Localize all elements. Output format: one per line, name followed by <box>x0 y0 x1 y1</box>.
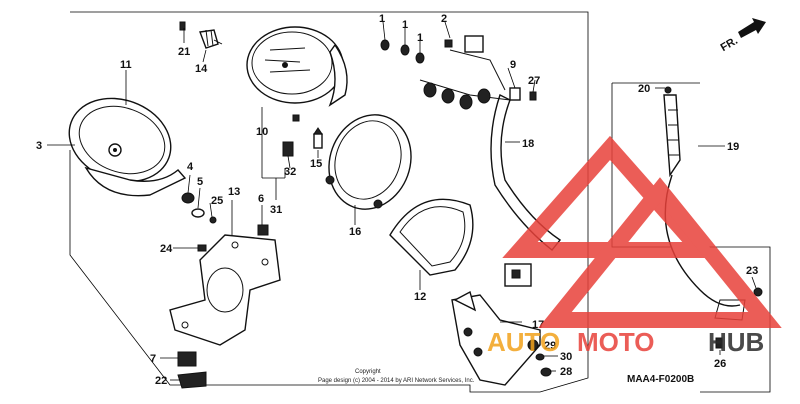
harness-bulb-sockets <box>423 82 491 110</box>
callout-28: 28 <box>560 366 572 378</box>
grommet-6 <box>257 224 269 236</box>
callout-29: 29 <box>544 340 556 352</box>
callout-22: 22 <box>155 375 167 387</box>
callout-7: 7 <box>150 353 156 365</box>
bulb-socket-32 <box>282 141 294 169</box>
leader-lines <box>47 21 757 381</box>
nut-28 <box>540 367 552 377</box>
callout-13: 13 <box>228 186 240 198</box>
callout-31: 31 <box>270 204 282 216</box>
callout-6: 6 <box>258 193 264 205</box>
rubber-22 <box>177 371 207 389</box>
bulb-15 <box>313 127 323 149</box>
callout-1c: 1 <box>417 32 423 44</box>
bolt-24 <box>197 244 207 252</box>
washer-30 <box>535 353 545 361</box>
copyright-notice: Page design (c) 2004 - 2014 by ARI Netwo… <box>318 378 475 384</box>
front-direction-indicator: FR. <box>719 18 766 54</box>
diagram-code: MAA4-F0200B <box>627 374 694 385</box>
grommet-4 <box>181 192 195 204</box>
watermark-logo: AUTO MOTO HUB <box>487 135 782 357</box>
assembly-boundary <box>69 11 771 393</box>
callout-20: 20 <box>638 83 650 95</box>
watermark-text-auto: AUTO <box>487 327 560 357</box>
callout-4: 4 <box>187 161 194 173</box>
plug-9 <box>509 87 521 101</box>
nut-25 <box>209 216 217 224</box>
collar-5 <box>191 208 205 218</box>
front-arrow-icon <box>738 18 766 38</box>
copyright-heading: Copyright <box>355 369 381 375</box>
callout-26: 26 <box>714 358 726 370</box>
callout-2: 2 <box>441 13 447 25</box>
callout-10: 10 <box>256 126 268 138</box>
watermark-triangle-inner <box>538 177 782 328</box>
watermark-text-moto: MOTO <box>577 327 655 357</box>
mounting-ring <box>325 114 412 210</box>
callout-23: 23 <box>746 265 758 277</box>
callout-9: 9 <box>510 59 516 71</box>
watermark-text-hub: HUB <box>708 327 764 357</box>
connector-2 <box>444 35 484 53</box>
gasket-12 <box>389 198 474 276</box>
callout-3: 3 <box>36 140 42 152</box>
callout-32: 32 <box>284 166 296 178</box>
callout-numbers: 3 11 21 14 10 4 5 25 13 6 24 32 31 15 16… <box>36 13 758 387</box>
trip-knob <box>199 29 223 49</box>
callout-27: 27 <box>528 75 540 87</box>
front-label: FR. <box>719 35 740 54</box>
callout-18: 18 <box>522 138 534 150</box>
speedometer-gauge <box>246 26 348 107</box>
callout-25: 25 <box>211 195 223 207</box>
callout-14: 14 <box>195 63 208 75</box>
bolt-27 <box>529 91 537 101</box>
callout-30: 30 <box>560 351 572 363</box>
wire-harness <box>419 49 562 287</box>
callout-11: 11 <box>120 59 132 71</box>
callout-12: 12 <box>414 291 426 303</box>
callout-16: 16 <box>349 226 361 238</box>
callout-21: 21 <box>178 46 190 58</box>
meter-stay <box>169 234 281 346</box>
bolt-26 <box>715 337 723 349</box>
callout-24: 24 <box>160 243 173 255</box>
callout-15: 15 <box>310 158 322 170</box>
callout-19: 19 <box>727 141 739 153</box>
rubber-7 <box>177 351 197 367</box>
callout-1a: 1 <box>379 13 385 25</box>
screw-21 <box>179 21 186 31</box>
callout-1b: 1 <box>402 19 408 31</box>
meter-case <box>68 97 187 197</box>
screw-small <box>292 114 300 122</box>
bolt-23 <box>753 287 763 297</box>
callout-5: 5 <box>197 176 203 188</box>
